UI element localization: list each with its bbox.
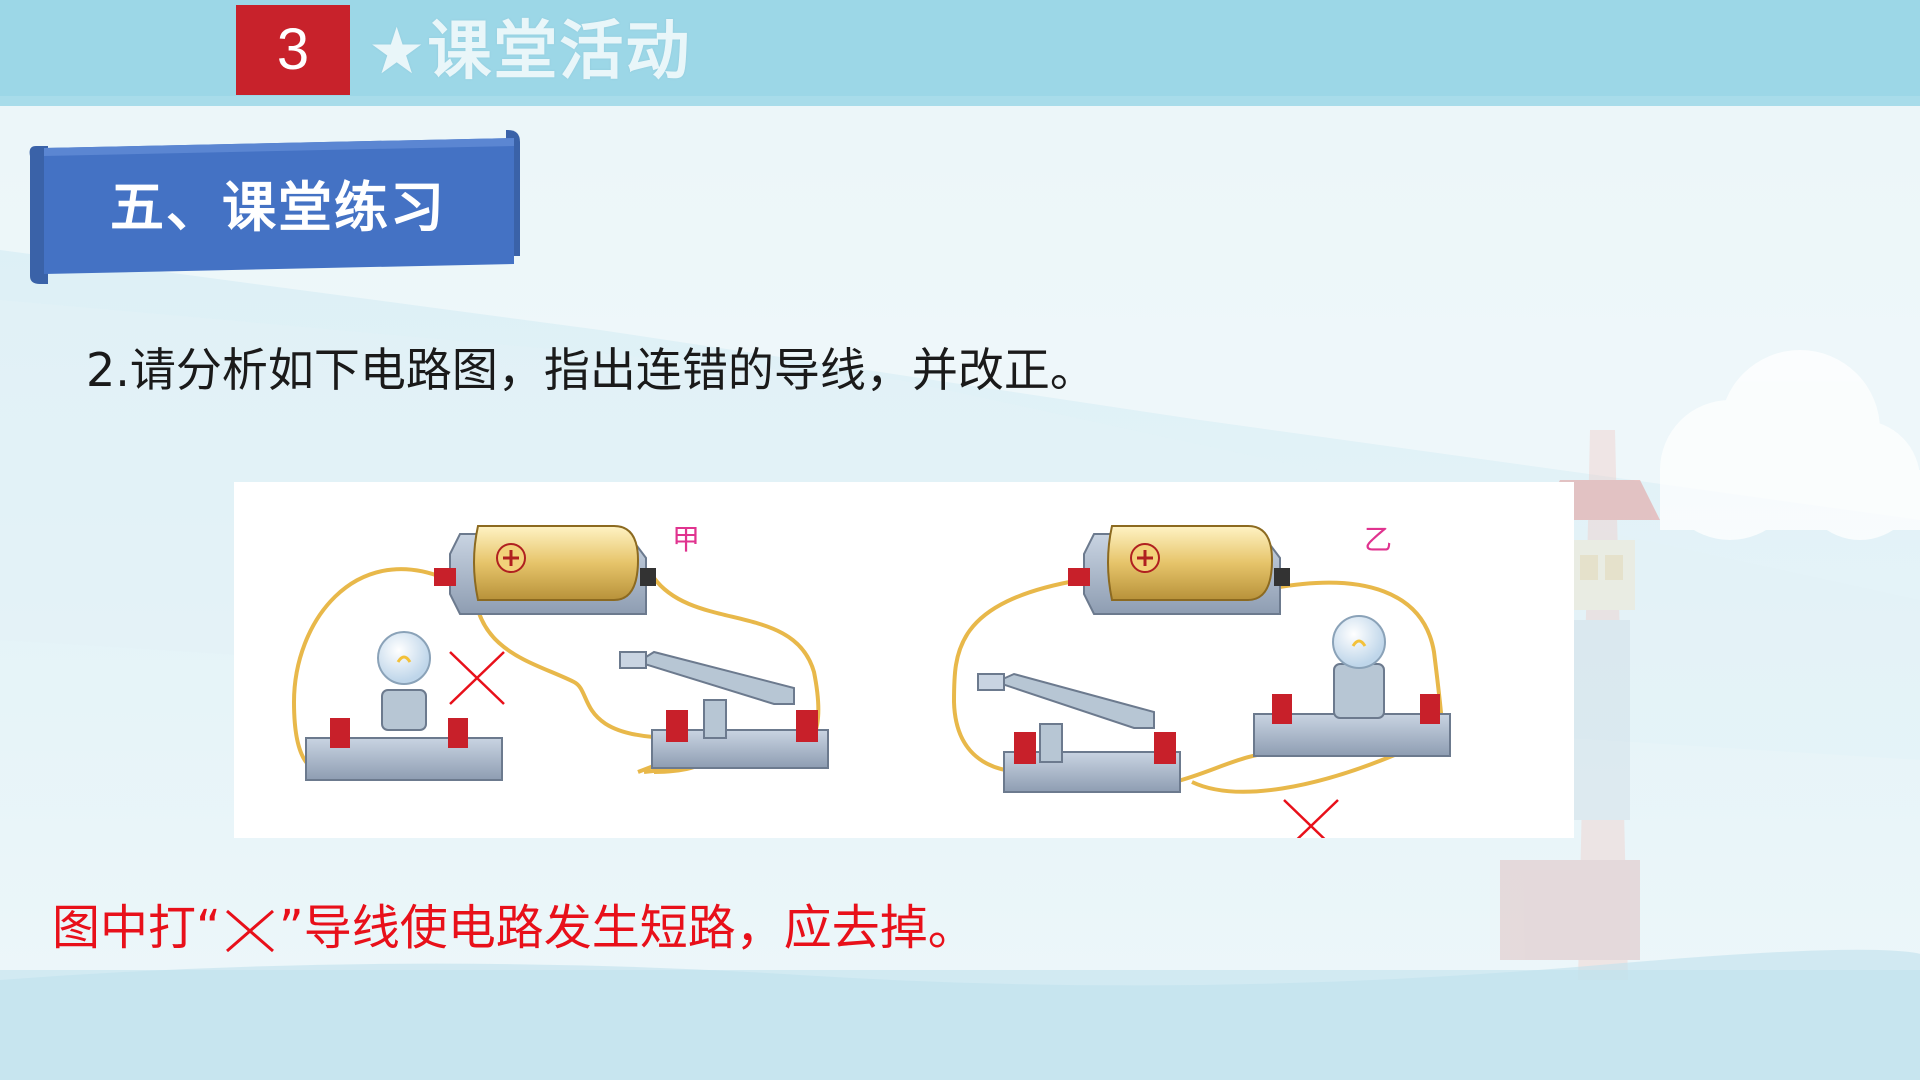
banner-title: 五、课堂练习	[110, 176, 446, 239]
question-text: 2.请分析如下电路图，指出连错的导线，并改正。	[86, 343, 1096, 397]
answer-suffix: ”导线使电路发生短路，应去掉。	[278, 900, 976, 956]
answer-prefix: 图中打“	[52, 900, 221, 956]
wrong-wire-x-mark	[449, 651, 505, 705]
figure-label-yi: 乙	[1364, 523, 1393, 556]
section-title: ★课堂活动	[368, 15, 692, 89]
section-number-badge: 3	[236, 5, 350, 95]
x-mark-icon	[221, 907, 279, 955]
title-banner	[29, 130, 520, 284]
circuit-diagrams	[291, 525, 1451, 853]
circuit-figure-panel: 甲 乙	[234, 482, 1574, 853]
figure-label-jia: 甲	[672, 523, 701, 556]
circuit-jia	[291, 525, 829, 781]
circuit-yi	[951, 525, 1451, 853]
answer-text: 图中打“ ”导线使电路发生短路，应去掉。	[52, 896, 976, 960]
wrong-wire-x-mark	[1283, 799, 1339, 853]
